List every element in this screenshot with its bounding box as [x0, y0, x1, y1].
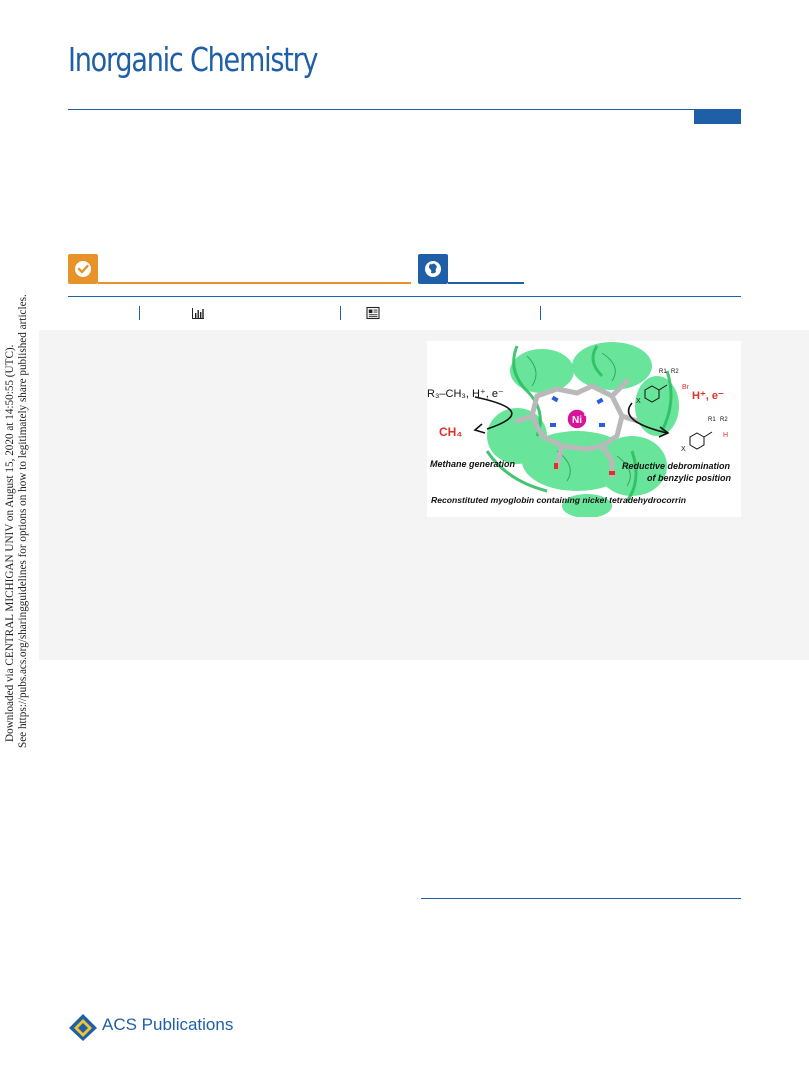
toc-bottom-caption: Reconstituted myoglobin containing nicke… — [431, 495, 686, 505]
left-reagent-label: R₃–CH₃, H⁺, e⁻ — [427, 388, 504, 400]
download-side-note: Downloaded via CENTRAL MICHIGAN UNIV on … — [4, 294, 34, 748]
r2-label: R2 — [671, 369, 679, 375]
h-label: H — [723, 432, 728, 439]
metal-oxidation: I — [584, 412, 586, 418]
metrics-separator — [139, 306, 140, 320]
left-caption: Methane generation — [430, 459, 516, 469]
open-access-underline — [98, 282, 411, 284]
acs-logo-icon — [69, 1014, 97, 1041]
right-reagent-label: H⁺, e⁻ — [692, 390, 724, 402]
product-substituent-x: X — [681, 446, 686, 453]
metrics-separator — [540, 306, 541, 320]
corner-tab — [694, 110, 741, 124]
side-note-line-1: Downloaded via CENTRAL MICHIGAN UNIV on … — [4, 344, 16, 742]
footnote-rule — [421, 898, 741, 899]
product-r1-label: R1 — [708, 417, 716, 423]
globe-icon — [425, 261, 441, 277]
br-label: Br — [682, 384, 690, 391]
public-access-underline — [448, 282, 524, 284]
checkmark-icon — [75, 261, 91, 277]
product-r2-label: R2 — [720, 417, 728, 423]
bar-chart-icon[interactable] — [191, 306, 205, 320]
right-caption-line1: Reductive debromination — [622, 461, 731, 471]
side-note-line-2: See https://pubs.acs.org/sharingguidelin… — [16, 294, 29, 748]
publisher-name[interactable]: ACS Publications — [102, 1015, 234, 1034]
metrics-separator — [340, 306, 341, 320]
article-icon[interactable] — [366, 306, 380, 320]
aryl-substituent-x: X — [636, 398, 641, 405]
open-access-badge[interactable] — [68, 254, 98, 284]
toc-graphic: Ni I R₃–CH₃, H⁺, e⁻ CH₄ Methane generati… — [427, 341, 741, 517]
r1-label: R1 — [659, 369, 667, 375]
left-product-label: CH₄ — [439, 425, 462, 439]
header-rule — [68, 109, 741, 110]
right-caption-line2: of benzylic position — [647, 473, 732, 483]
metal-label: Ni — [572, 415, 582, 426]
public-access-badge[interactable] — [418, 254, 448, 284]
metrics-bar — [68, 296, 741, 331]
journal-title: Inorganic Chemistry — [68, 40, 319, 79]
